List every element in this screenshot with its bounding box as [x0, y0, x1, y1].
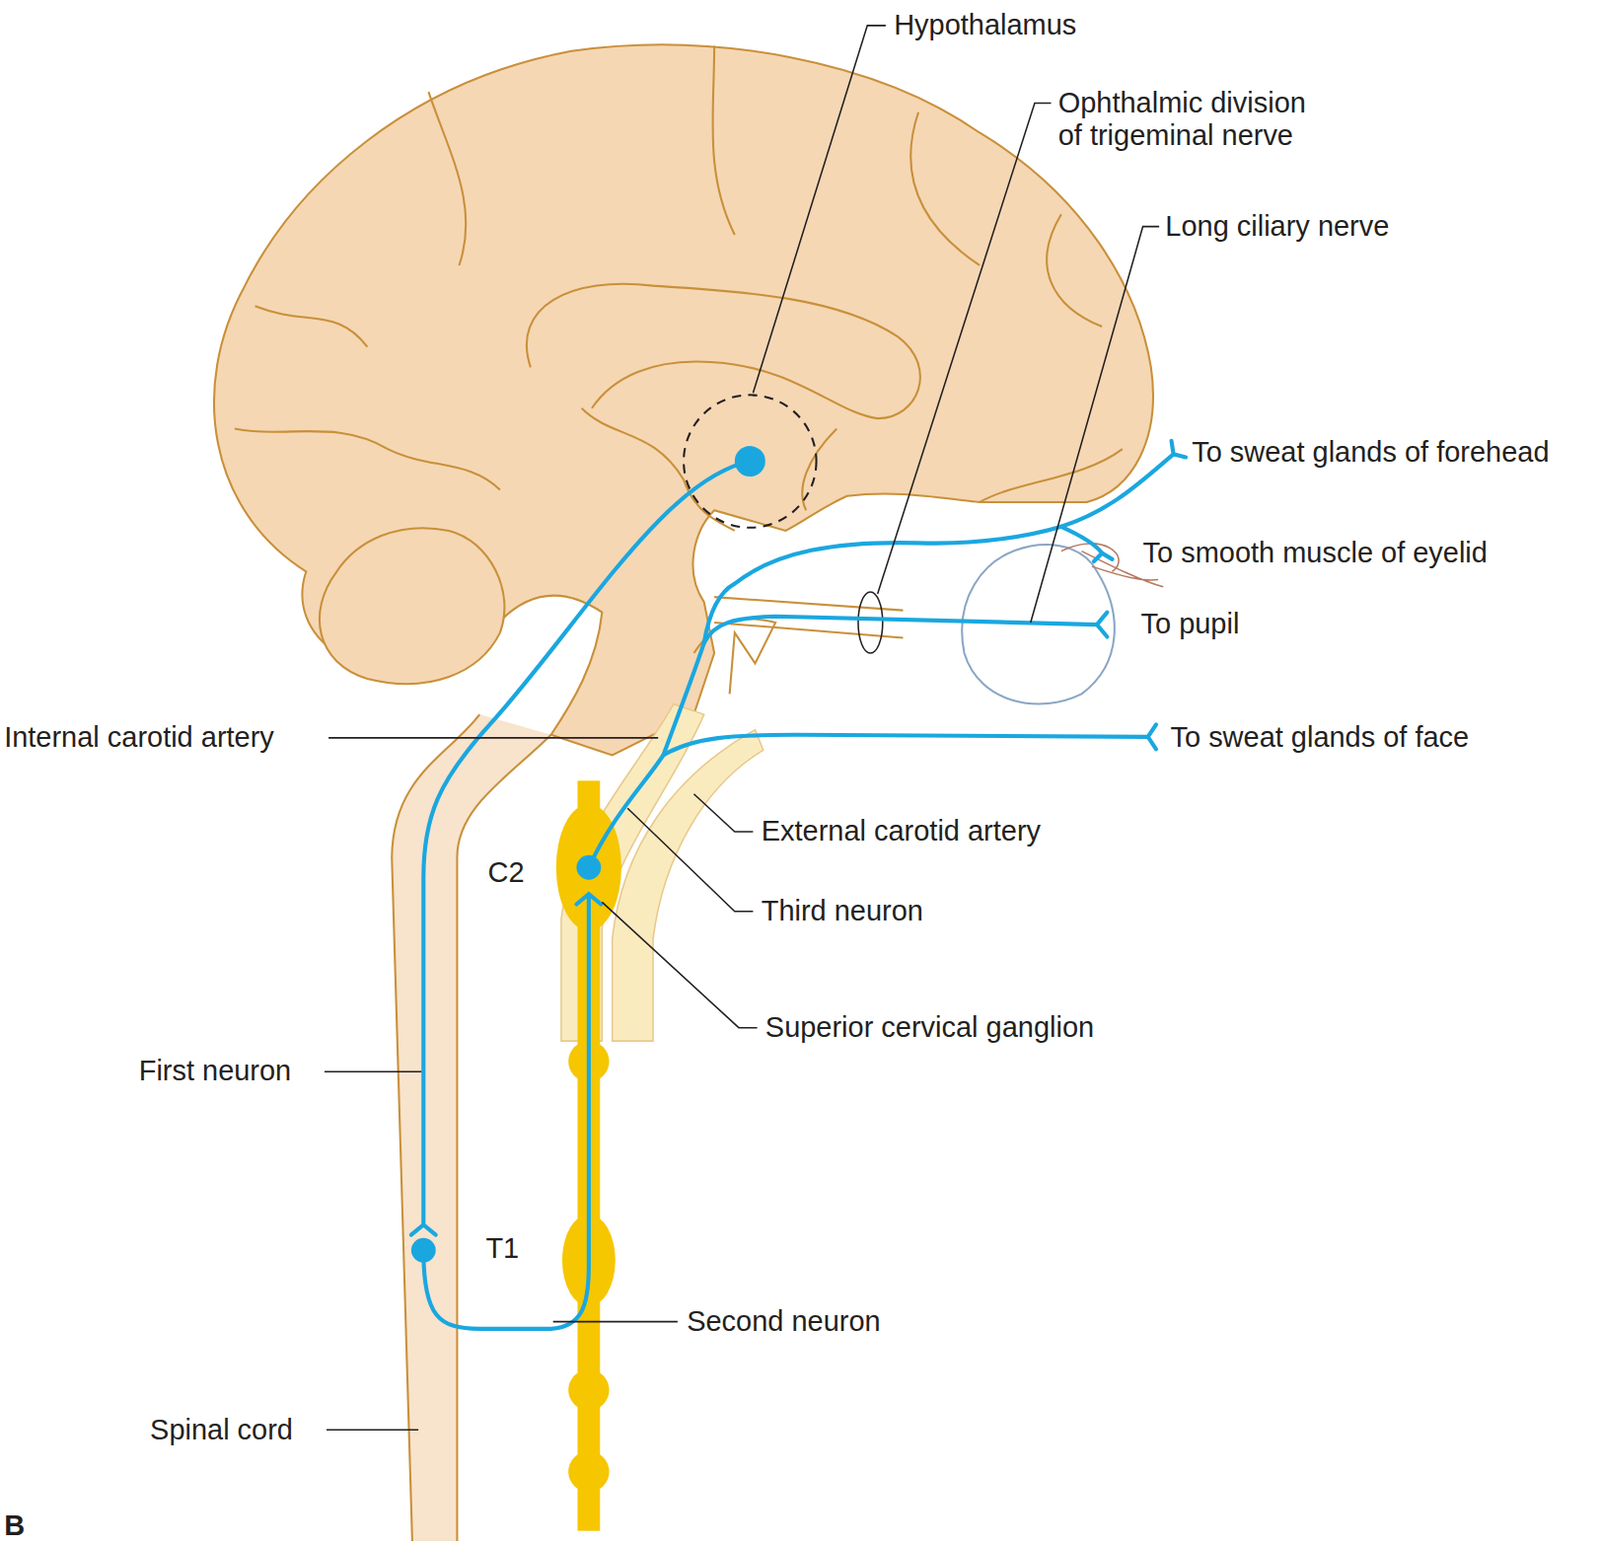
level-label: T1	[485, 1233, 519, 1266]
sympathetic-pathway	[411, 440, 1186, 1329]
target-label: To smooth muscle of eyelid	[1143, 536, 1488, 570]
nerve-label: Long ciliary nerve	[1164, 210, 1389, 243]
structure-label: Spinal cord	[149, 1413, 293, 1447]
eye	[714, 543, 1164, 705]
nerve-label: Ophthalmic division of trigeminal nerve	[1058, 86, 1322, 152]
leader-lines	[324, 25, 1160, 1430]
artery-label: External carotid artery	[761, 815, 1041, 849]
level-label: C2	[487, 856, 524, 889]
target-label: To sweat glands of forehead	[1191, 436, 1549, 469]
artery-label: Internal carotid artery	[3, 721, 275, 754]
neuron-label: First neuron	[139, 1055, 292, 1089]
structure-label: Hypothalamus	[893, 8, 1077, 42]
neuron-label: Third neuron	[761, 894, 924, 928]
panel-letter: B	[3, 1509, 25, 1542]
target-label: To pupil	[1141, 608, 1240, 642]
cell-bodies	[411, 445, 766, 1263]
target-label: To sweat glands of face	[1170, 721, 1470, 754]
spinal-cord	[391, 714, 551, 1541]
brain	[214, 44, 1154, 755]
neuron-label: Second neuron	[686, 1305, 880, 1338]
ganglion-label: Superior cervical ganglion	[765, 1011, 1094, 1044]
